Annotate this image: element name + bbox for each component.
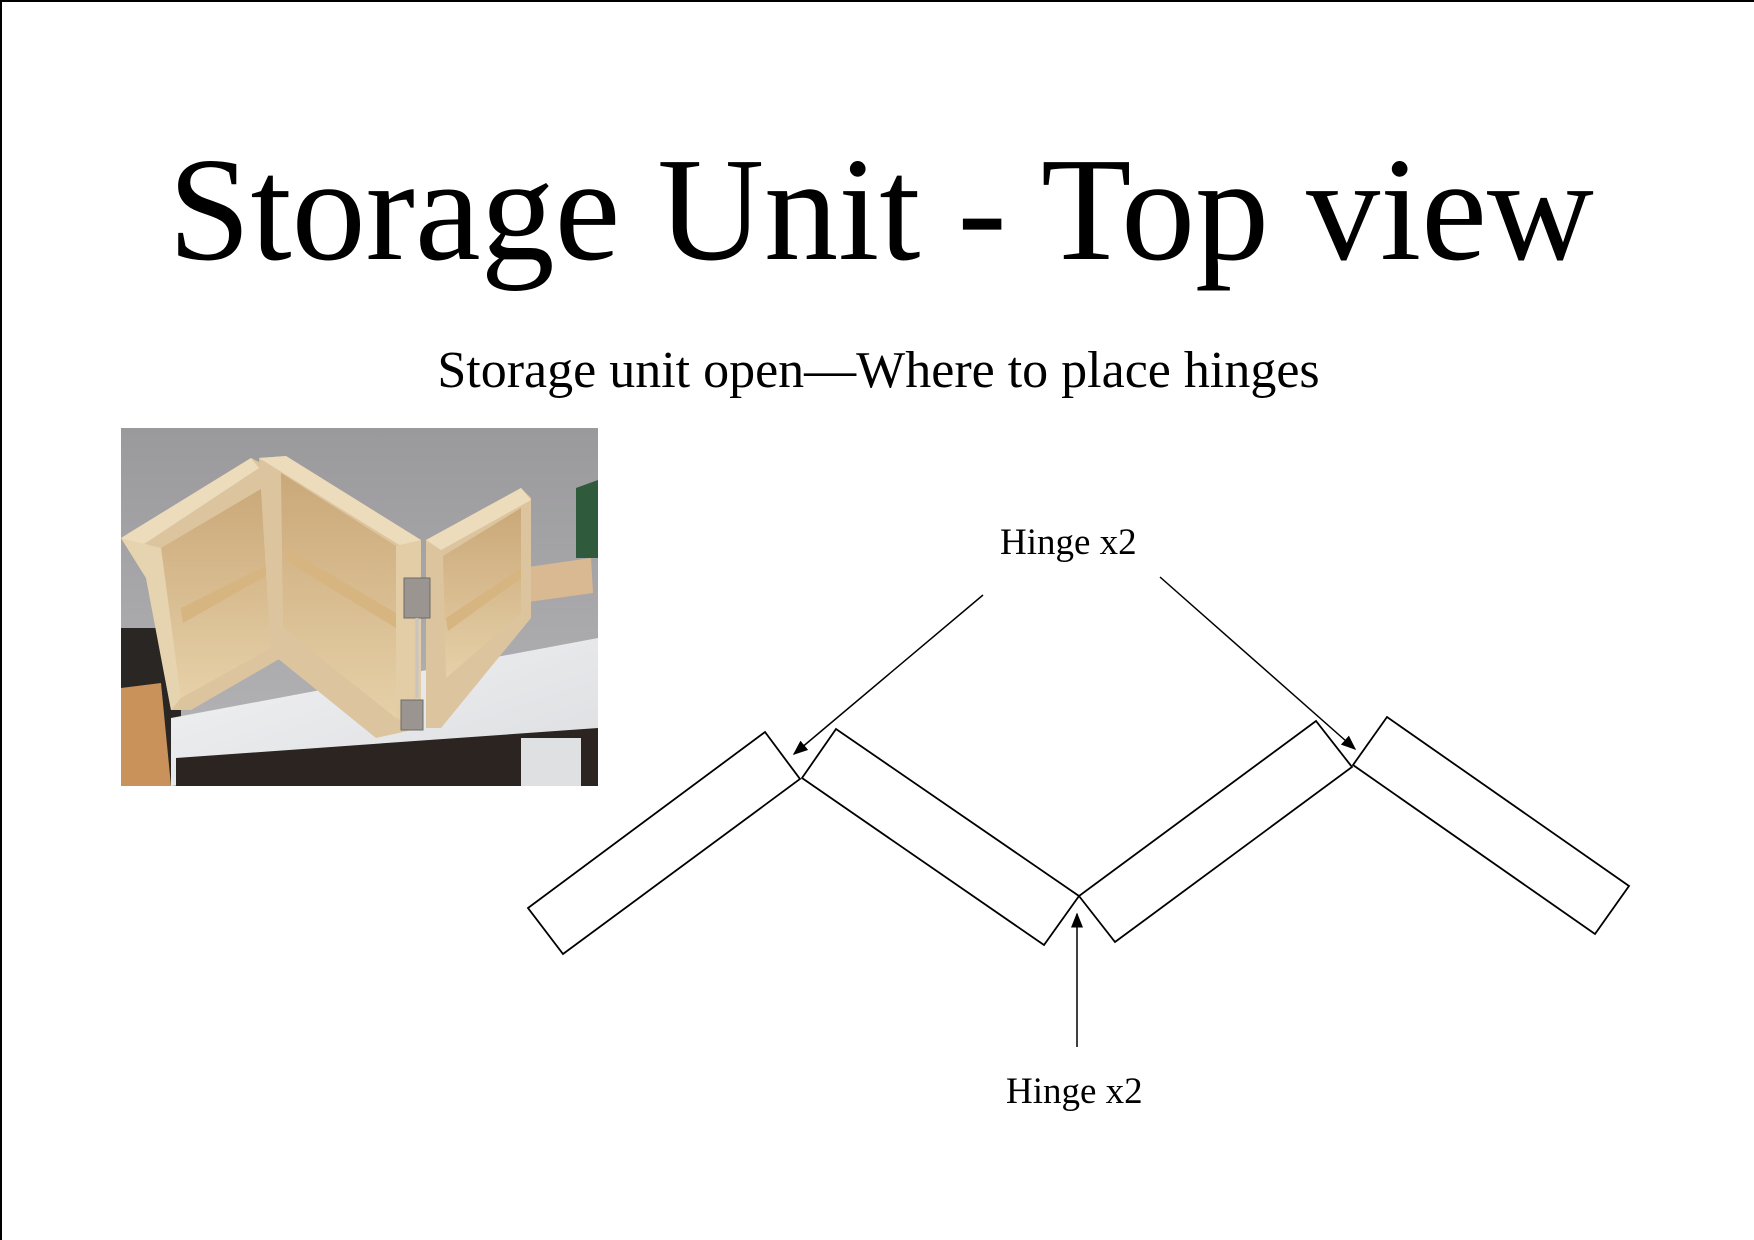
hinge-label-top: Hinge x2	[1000, 522, 1137, 563]
panel-2	[800, 727, 1081, 947]
arrow-left-hinge	[792, 594, 984, 755]
slide-subtitle: Storage unit open—Where to place hinges	[437, 342, 1320, 399]
storage-unit-photo	[121, 428, 598, 786]
panel-4	[1351, 715, 1631, 936]
hinge-label-bottom: Hinge x2	[1006, 1071, 1143, 1112]
slide-title: Storage Unit - Top view	[168, 128, 1594, 292]
arrow-right-hinge	[1159, 576, 1357, 750]
panel-3	[1077, 719, 1354, 944]
